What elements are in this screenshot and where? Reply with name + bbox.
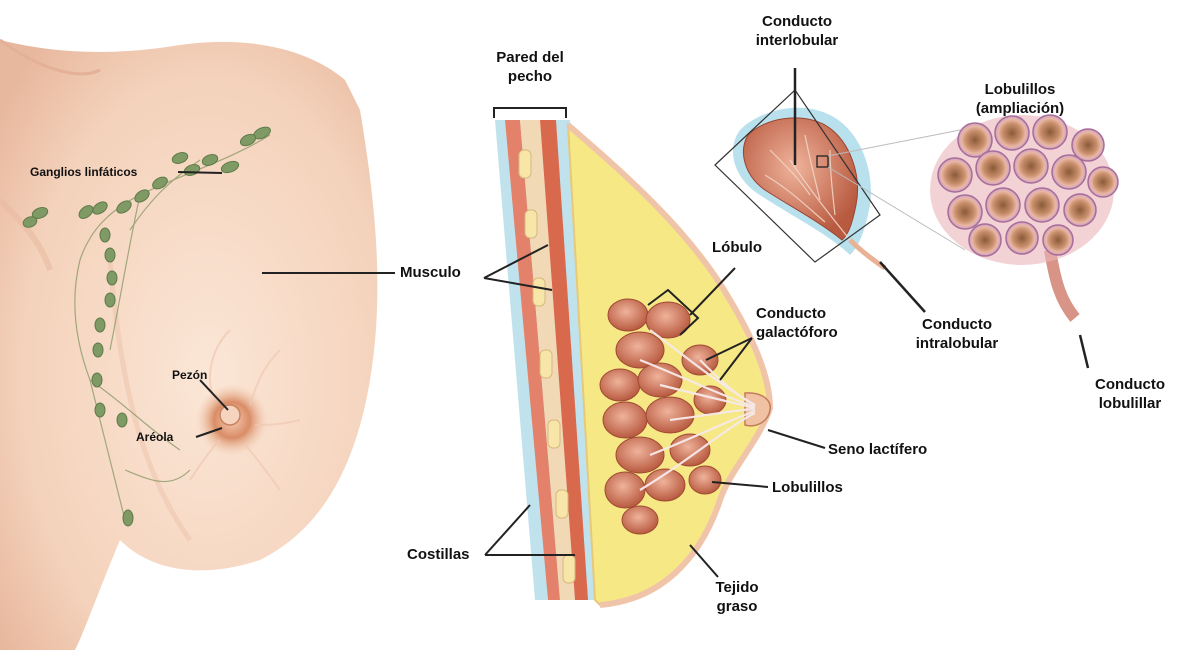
label-galact-line2: galactóforo xyxy=(756,323,838,342)
label-seno-lactifero: Seno lactífero xyxy=(828,440,927,459)
label-amp-line2: (ampliación) xyxy=(965,99,1075,118)
label-pared-line1: Pared del xyxy=(492,48,568,67)
label-conducto-lobulillar: Conducto lobulillar xyxy=(1082,375,1178,413)
cross-section-view xyxy=(495,120,770,605)
label-intra-line1: Conducto xyxy=(902,315,1012,334)
label-costillas: Costillas xyxy=(407,545,470,564)
label-tejido-line2: graso xyxy=(702,597,772,616)
nipple-shape xyxy=(220,405,240,425)
external-breast-view xyxy=(0,40,377,650)
label-inter-line2: interlobular xyxy=(745,31,849,50)
label-tejido-graso: Tejido graso xyxy=(702,578,772,616)
label-conducto-intralobular: Conducto intralobular xyxy=(902,315,1012,353)
label-galact-line1: Conducto xyxy=(756,304,838,323)
label-pared-line2: pecho xyxy=(492,67,568,86)
label-lobulil-line1: Conducto xyxy=(1082,375,1178,394)
label-lobulil-line2: lobulillar xyxy=(1082,394,1178,413)
label-lobulo: Lóbulo xyxy=(712,238,762,257)
label-amp-line1: Lobulillos xyxy=(965,80,1075,99)
lobules-magnified xyxy=(930,115,1118,318)
label-pared-del-pecho: Pared del pecho xyxy=(492,48,568,86)
label-lobulillos: Lobulillos xyxy=(772,478,843,497)
label-tejido-line1: Tejido xyxy=(702,578,772,597)
label-conducto-interlobular: Conducto interlobular xyxy=(745,12,849,50)
label-lobulillos-ampliacion: Lobulillos (ampliación) xyxy=(965,80,1075,118)
label-conducto-galactoforo: Conducto galactóforo xyxy=(756,304,838,342)
label-inter-line1: Conducto xyxy=(745,12,849,31)
label-areola: Aréola xyxy=(136,430,173,444)
label-ganglios-linfaticos: Ganglios linfáticos xyxy=(30,165,137,179)
label-intra-line2: intralobular xyxy=(902,334,1012,353)
label-pezon: Pezón xyxy=(172,368,207,382)
label-musculo: Musculo xyxy=(400,263,461,282)
